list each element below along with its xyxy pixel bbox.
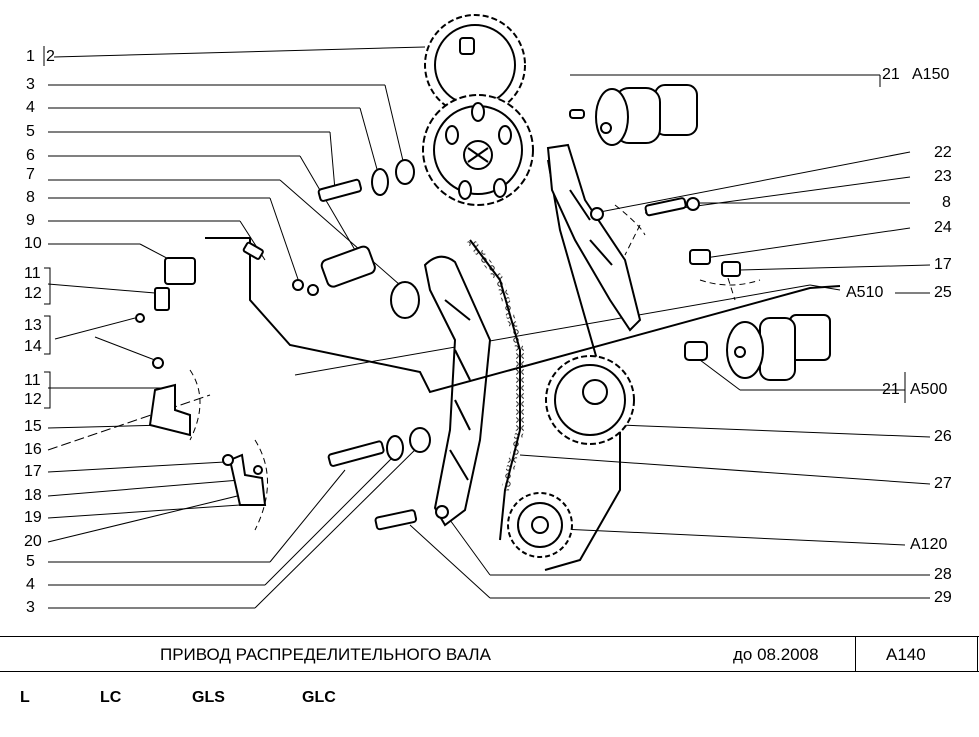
callout-19: 19 [24, 509, 42, 526]
callout-4: 4 [26, 99, 35, 116]
callout-17-right: 17 [934, 256, 952, 273]
callout-4b: 4 [26, 576, 35, 593]
callout-5: 5 [26, 123, 35, 140]
callout-11: 11 [24, 265, 41, 282]
intermediate-sprocket [545, 355, 635, 445]
callout-25: 25 [934, 284, 952, 301]
label-brackets [43, 46, 51, 409]
callout-1: 1 [26, 48, 35, 65]
ref-a120: A120 [910, 536, 948, 553]
dashed-curves [189, 204, 761, 531]
left-small-parts [135, 159, 741, 531]
date-range: до 08.2008 [733, 645, 819, 664]
callout-11b: 11 [24, 372, 41, 389]
callout-20: 20 [24, 533, 42, 550]
callout-16: 16 [24, 441, 42, 458]
callout-8: 8 [26, 189, 35, 206]
callout-9: 9 [26, 212, 35, 229]
ref-a510: A510 [846, 284, 884, 301]
callout-3b: 3 [26, 599, 35, 616]
callout-17: 17 [24, 463, 42, 480]
callout-5b: 5 [26, 553, 35, 570]
callout-26: 26 [934, 428, 952, 445]
actuator-a500 [684, 314, 831, 381]
callout-10: 10 [24, 235, 42, 252]
variant-gls: GLS [192, 689, 225, 706]
ref-a500: A500 [910, 381, 948, 398]
page-title: ПРИВОД РАСПРЕДЕЛИТЕЛЬНОГО ВАЛА [160, 645, 491, 664]
callout-21-a500: 21 [882, 381, 900, 398]
ref-a150: A150 [912, 66, 950, 83]
callout-3: 3 [26, 76, 35, 93]
callout-23: 23 [934, 168, 952, 185]
chain-guide-left [423, 255, 492, 527]
camshaft-sprocket [422, 14, 534, 206]
callout-29: 29 [934, 589, 952, 606]
variant-glc: GLC [302, 689, 336, 706]
left-leader-lines [47, 46, 426, 609]
callout-6: 6 [26, 147, 35, 164]
callout-27: 27 [934, 475, 952, 492]
callout-12b: 12 [24, 391, 42, 408]
section-code: A140 [886, 645, 926, 664]
callout-13: 13 [24, 317, 42, 334]
callout-22: 22 [934, 144, 952, 161]
callout-2: 2 [46, 48, 55, 65]
callout-12: 12 [24, 285, 42, 302]
callout-8-right: 8 [942, 194, 951, 211]
footer-bottom-rule [0, 671, 979, 672]
footer-top-rule [0, 636, 979, 637]
footer-divider-right [977, 636, 978, 672]
chain-tensioner-rail [546, 143, 642, 332]
crankshaft-sprocket [507, 492, 573, 558]
right-leader-lines [294, 74, 931, 599]
callout-28: 28 [934, 566, 952, 583]
callout-21-a150: 21 [882, 66, 900, 83]
timing-drive-exploded-diagram [43, 14, 931, 609]
callout-18: 18 [24, 487, 42, 504]
variant-lc: LC [100, 689, 122, 706]
actuator-a150 [569, 84, 698, 146]
callout-7: 7 [26, 166, 35, 183]
callout-24: 24 [934, 219, 952, 236]
footer-divider [855, 636, 856, 672]
variant-l: L [20, 689, 30, 706]
callout-15: 15 [24, 418, 42, 435]
callout-14: 14 [24, 338, 42, 355]
